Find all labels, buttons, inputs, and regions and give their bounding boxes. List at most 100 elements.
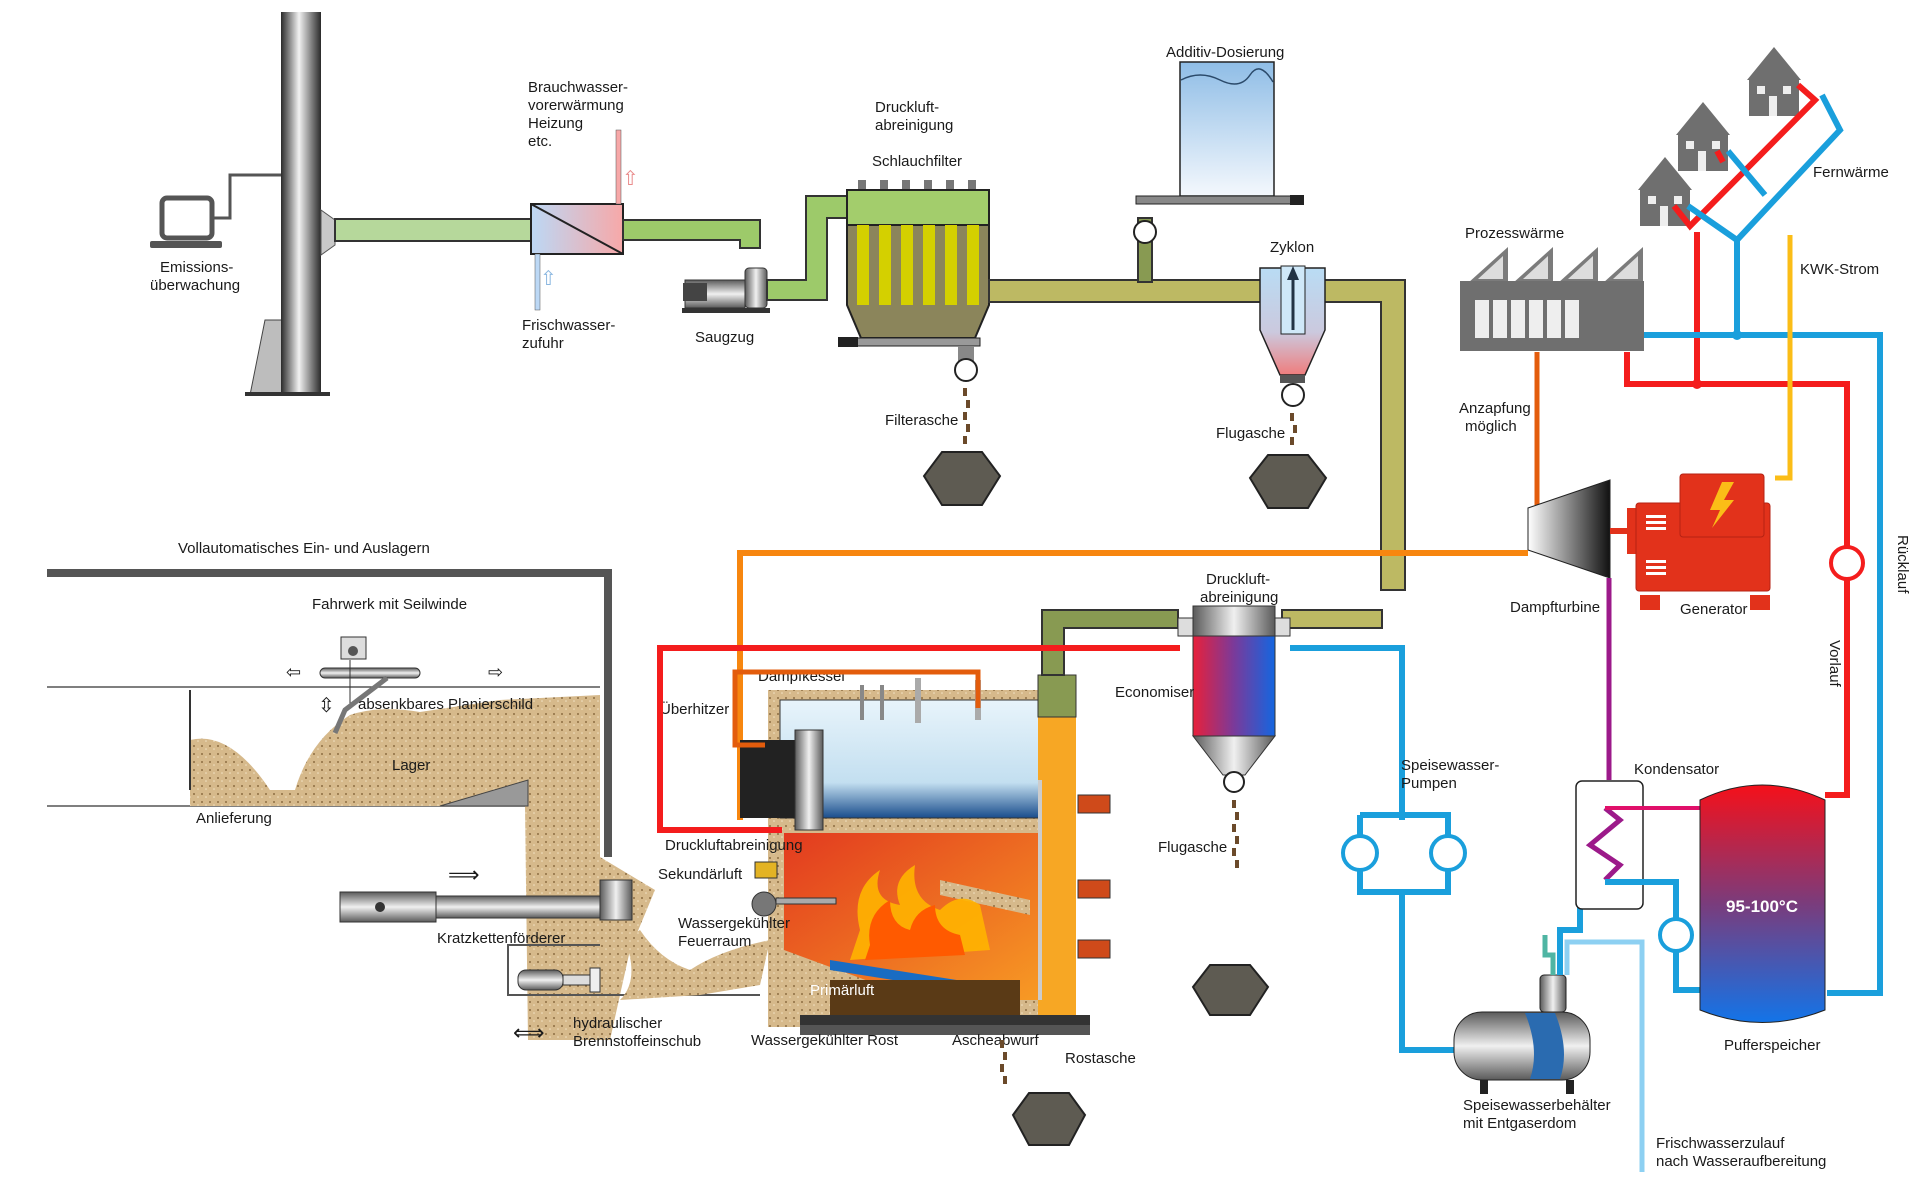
steam-turbine: [1527, 479, 1611, 579]
label-steam-turbine: Dampfturbine: [1510, 599, 1600, 616]
ash-bin: [1191, 964, 1270, 1016]
induced-draft-fan: [682, 267, 770, 313]
label-cyclone: Zyklon: [1270, 239, 1314, 256]
fly-ash-particles: [1290, 413, 1297, 445]
double-arrow-icon: ⟺: [513, 1020, 545, 1045]
bag-filter: [838, 180, 990, 382]
label-buffer-tank: Pufferspeicher: [1724, 1037, 1820, 1054]
label-district-heating: Fernwärme: [1813, 164, 1889, 181]
vent-line: [1542, 935, 1556, 975]
filter-ash-particles: [963, 388, 970, 444]
label-generator: Generator: [1680, 601, 1748, 618]
label-fly-ash-cyclone: Flugasche: [1216, 425, 1285, 442]
label-bleed-possible: Anzapfung möglich: [1459, 400, 1535, 435]
hydraulic-ram: [517, 967, 601, 993]
label-supply-flow: Vorlauf: [1826, 640, 1843, 688]
rotary-valve-icon: [1223, 771, 1245, 793]
ash-bin: [922, 451, 1002, 506]
label-fresh-water-supply: Frischwasser- zufuhr: [522, 317, 620, 352]
label-filter-ash: Filterasche: [885, 412, 958, 429]
fresh-water-inlet-line: [1564, 939, 1645, 1172]
right-arrow-icon: ⟹: [448, 862, 480, 887]
grate-ash-particles: [1000, 1040, 1007, 1084]
label-secondary-air: Sekundärluft: [658, 866, 743, 883]
label-storage-title: Vollautomatisches Ein- und Auslagern: [178, 540, 430, 557]
label-additive-dosing: Additiv-Dosierung: [1166, 44, 1284, 61]
label-return-flow: Rücklauf: [1894, 535, 1911, 594]
label-primary-air: Primärluft: [810, 982, 875, 999]
flue-duct-segment: [766, 195, 848, 301]
label-water-cooled-furnace: Wassergekühlter Feuerraum: [678, 915, 794, 950]
laptop-icon: [150, 173, 281, 248]
economiser: [1177, 605, 1291, 793]
saturated-steam-line: [732, 669, 981, 748]
label-feedwater-pumps: Speisewasser- Pumpen: [1401, 757, 1504, 792]
chimney: [245, 12, 336, 396]
label-service-water: Brauchwasser- vorerwärmung Heizung etc.: [528, 79, 632, 150]
factory-icon: [1460, 247, 1644, 351]
label-compressed-air-cleaning-filter: Druckluft- abreinigung: [875, 99, 953, 134]
generator: [1610, 473, 1771, 610]
storage-hall-wall: [47, 569, 612, 857]
vertical-arrow-icon: ⇳: [318, 695, 335, 717]
feedwater-hot-line: [657, 645, 1180, 833]
right-arrow-icon: ⇨: [488, 662, 503, 682]
ash-bin: [1011, 1092, 1087, 1146]
return-line: [1644, 332, 1883, 996]
label-buffer-temp: 95-100°C: [1726, 897, 1798, 916]
label-delivery: Anlieferung: [196, 810, 272, 827]
label-feedwater-tank: Speisewasserbehälter mit Entgaserdom: [1463, 1097, 1615, 1132]
district-pump-icon: [1829, 545, 1865, 581]
wood-chip-pile: [190, 695, 655, 1040]
rotary-valve-icon: [1133, 220, 1157, 244]
chp-power-line: [1775, 235, 1793, 481]
label-ash-discharge: Ascheabwurf: [952, 1032, 1040, 1049]
label-superheater: Überhitzer: [660, 700, 729, 718]
scraper-conveyor: [339, 879, 633, 923]
house-icon: [1747, 47, 1801, 116]
supply-line: [1624, 352, 1850, 798]
rotary-valve-icon: [954, 358, 978, 382]
up-arrow-icon: ⇧: [540, 268, 557, 290]
buffer-tank: [1699, 784, 1826, 1023]
label-compressed-air-cleaning-boiler: Druckluftabreinigung: [665, 837, 803, 854]
heat-exchanger: [530, 129, 624, 311]
left-arrow-icon: ⇦: [286, 662, 301, 682]
feedwater-line: [1290, 645, 1405, 820]
label-leveling-blade: absenkbares Planierschild: [358, 696, 533, 713]
boiler-flue-duct: [1041, 609, 1179, 676]
crane-trolley: [319, 636, 421, 734]
up-arrow-icon: ⇧: [622, 168, 639, 190]
feedwater-pump-icon: [1429, 834, 1467, 872]
condensate-line: [1557, 905, 1583, 975]
additive-silo: [1133, 61, 1304, 244]
buffer-pump-icon: [1658, 917, 1694, 953]
label-fly-ash-eco: Flugasche: [1158, 839, 1227, 856]
label-process-heat: Prozesswärme: [1465, 225, 1564, 242]
house-icon: [1638, 157, 1692, 226]
label-fresh-water-inlet: Frischwasserzulauf nach Wasseraufbereitu…: [1656, 1135, 1826, 1170]
feedwater-pump-icon: [1341, 834, 1379, 872]
label-storage: Lager: [392, 757, 430, 774]
feedwater-tank: [1453, 974, 1591, 1094]
label-economiser: Economiser: [1115, 684, 1194, 701]
label-induced-draft: Saugzug: [695, 329, 754, 346]
label-crane: Fahrwerk mit Seilwinde: [312, 596, 467, 613]
flue-duct-segment: [622, 219, 761, 249]
label-bag-filter: Schlauchfilter: [872, 153, 962, 170]
label-chp-power: KWK-Strom: [1800, 261, 1879, 278]
feedwater-suction-line: [1399, 892, 1455, 1053]
lightning-icon: [1710, 482, 1734, 528]
flue-duct-from-eco: [1281, 609, 1383, 629]
flue-duct-to-stack: [334, 218, 532, 242]
ash-bin: [1248, 454, 1328, 509]
label-water-cooled-grate: Wassergekühlter Rost: [751, 1032, 899, 1049]
label-emission-monitoring: Emissions- überwachung: [150, 259, 240, 294]
eco-fly-ash-particles: [1232, 800, 1239, 868]
rotary-valve-icon: [1281, 383, 1305, 407]
cyclone: [1259, 265, 1326, 407]
live-steam-line: [737, 550, 1528, 820]
condenser: [1575, 780, 1644, 910]
label-condenser: Kondensator: [1634, 761, 1719, 778]
